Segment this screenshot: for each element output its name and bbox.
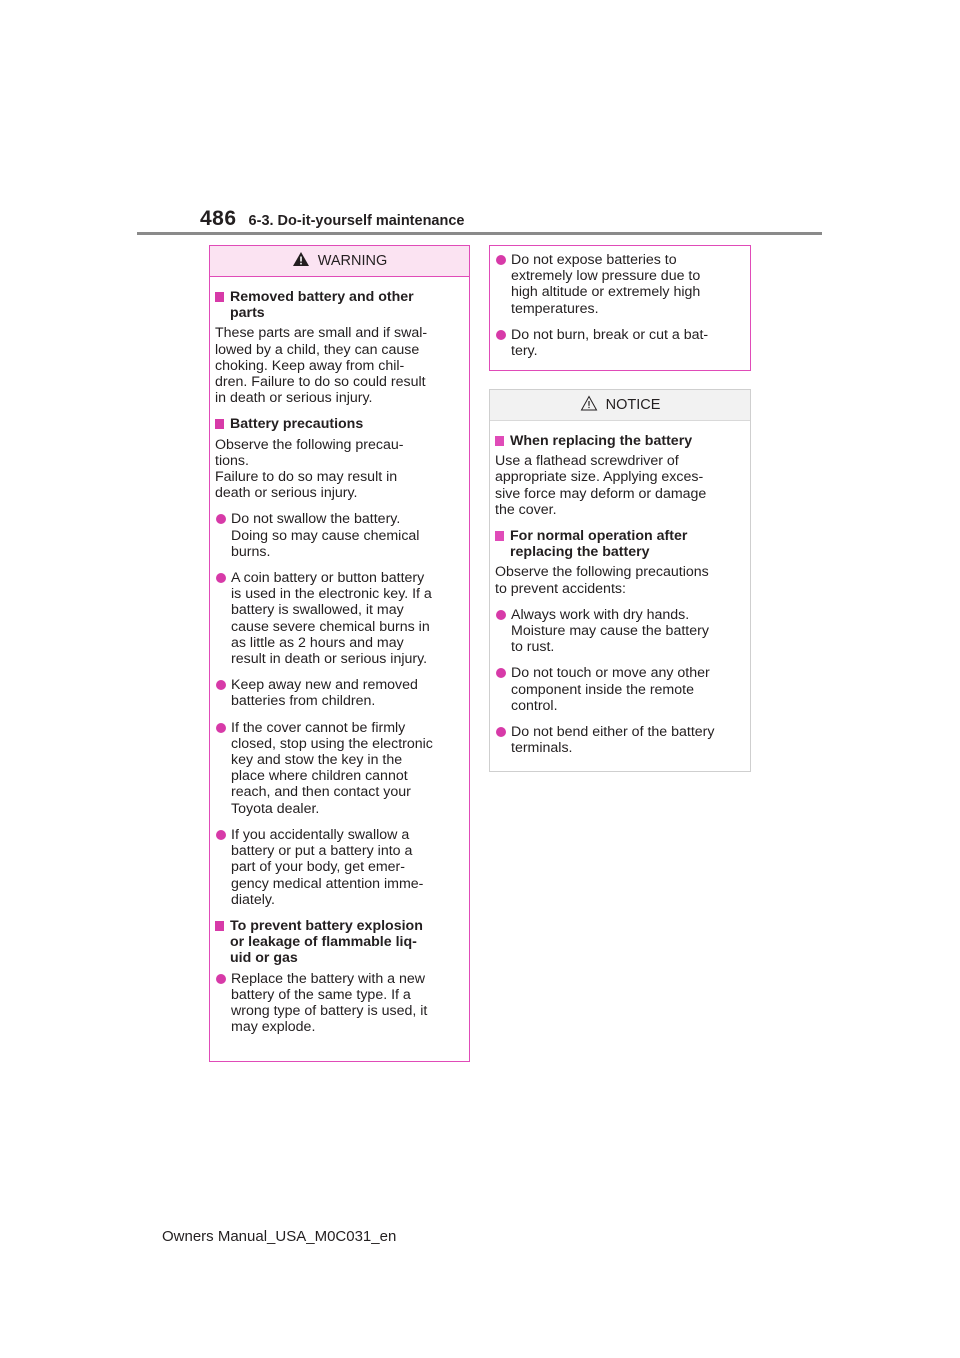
list-item: Always work with dry hands. Moisture may…	[495, 607, 745, 656]
header-rule	[137, 232, 822, 235]
warning-paragraph: These parts are small and if swal- lowed…	[215, 325, 428, 407]
list-item: Replace the battery with a new battery o…	[215, 971, 464, 1036]
notice-triangle-icon	[580, 395, 598, 415]
notice-paragraph: Observe the following precautions to pre…	[495, 564, 709, 597]
list-item: Do not touch or move any other component…	[495, 665, 745, 714]
square-bullet-icon	[495, 531, 504, 542]
round-bullet-icon	[496, 329, 506, 340]
notice-section-heading: When replacing the battery	[495, 433, 745, 449]
list-item: If you accidentally swallow a battery or…	[215, 827, 464, 908]
warning-continued-body: Do not expose batteries to extremely low…	[490, 246, 750, 359]
round-bullet-icon	[216, 514, 226, 525]
round-bullet-icon	[496, 255, 506, 265]
notice-box: NOTICE When replacing the battery Use a …	[489, 389, 751, 772]
list-item: If the cover cannot be firmly closed, st…	[215, 720, 464, 817]
list-item: Do not burn, break or cut a bat- tery.	[495, 327, 745, 359]
round-bullet-icon	[496, 727, 506, 738]
square-bullet-icon	[215, 419, 224, 430]
warning-title: WARNING	[317, 253, 388, 269]
list-item: Do not bend either of the battery termin…	[495, 724, 745, 756]
warning-continued-box: Do not expose batteries to extremely low…	[489, 245, 751, 371]
notice-section-heading: For normal operation after replacing the…	[495, 528, 745, 560]
round-bullet-icon	[216, 829, 226, 840]
round-bullet-icon	[496, 668, 506, 679]
square-bullet-icon	[215, 292, 224, 302]
round-bullet-icon	[216, 573, 226, 584]
round-bullet-icon	[216, 680, 226, 691]
notice-paragraph: Use a flathead screwdriver of appropriat…	[495, 453, 707, 518]
notice-box-body: When replacing the battery Use a flathea…	[490, 421, 750, 756]
square-bullet-icon	[495, 436, 504, 446]
notice-title: NOTICE	[605, 397, 661, 413]
list-item: A coin battery or button battery is used…	[215, 570, 464, 667]
list-item: Do not expose batteries to extremely low…	[495, 252, 745, 317]
warning-paragraph: Observe the following precau- tions. Fai…	[215, 436, 404, 502]
round-bullet-icon	[216, 973, 226, 984]
square-bullet-icon	[215, 920, 224, 931]
page-footer: Owners Manual_USA_M0C031_en	[162, 1228, 397, 1245]
section-title: 6-3. Do-it-yourself maintenance	[248, 213, 465, 229]
page-header: 486 6-3. Do-it-yourself maintenance	[200, 207, 464, 231]
warning-section-heading: Removed battery and other parts	[215, 289, 464, 321]
warning-section-heading: To prevent battery explosion or leakage …	[215, 918, 464, 967]
warning-box: WARNING Removed battery and other parts …	[209, 245, 470, 1062]
warning-triangle-icon	[292, 251, 310, 271]
round-bullet-icon	[496, 609, 506, 620]
warning-box-header: WARNING	[210, 246, 469, 277]
warning-section-heading: Battery precautions	[215, 416, 464, 432]
warning-box-body: Removed battery and other parts These pa…	[210, 277, 469, 1035]
page-number: 486	[200, 207, 237, 230]
round-bullet-icon	[216, 722, 226, 733]
list-item: Keep away new and removed batteries from…	[215, 677, 464, 709]
notice-box-header: NOTICE	[490, 390, 750, 421]
list-item: Do not swallow the battery. Doing so may…	[215, 511, 464, 560]
